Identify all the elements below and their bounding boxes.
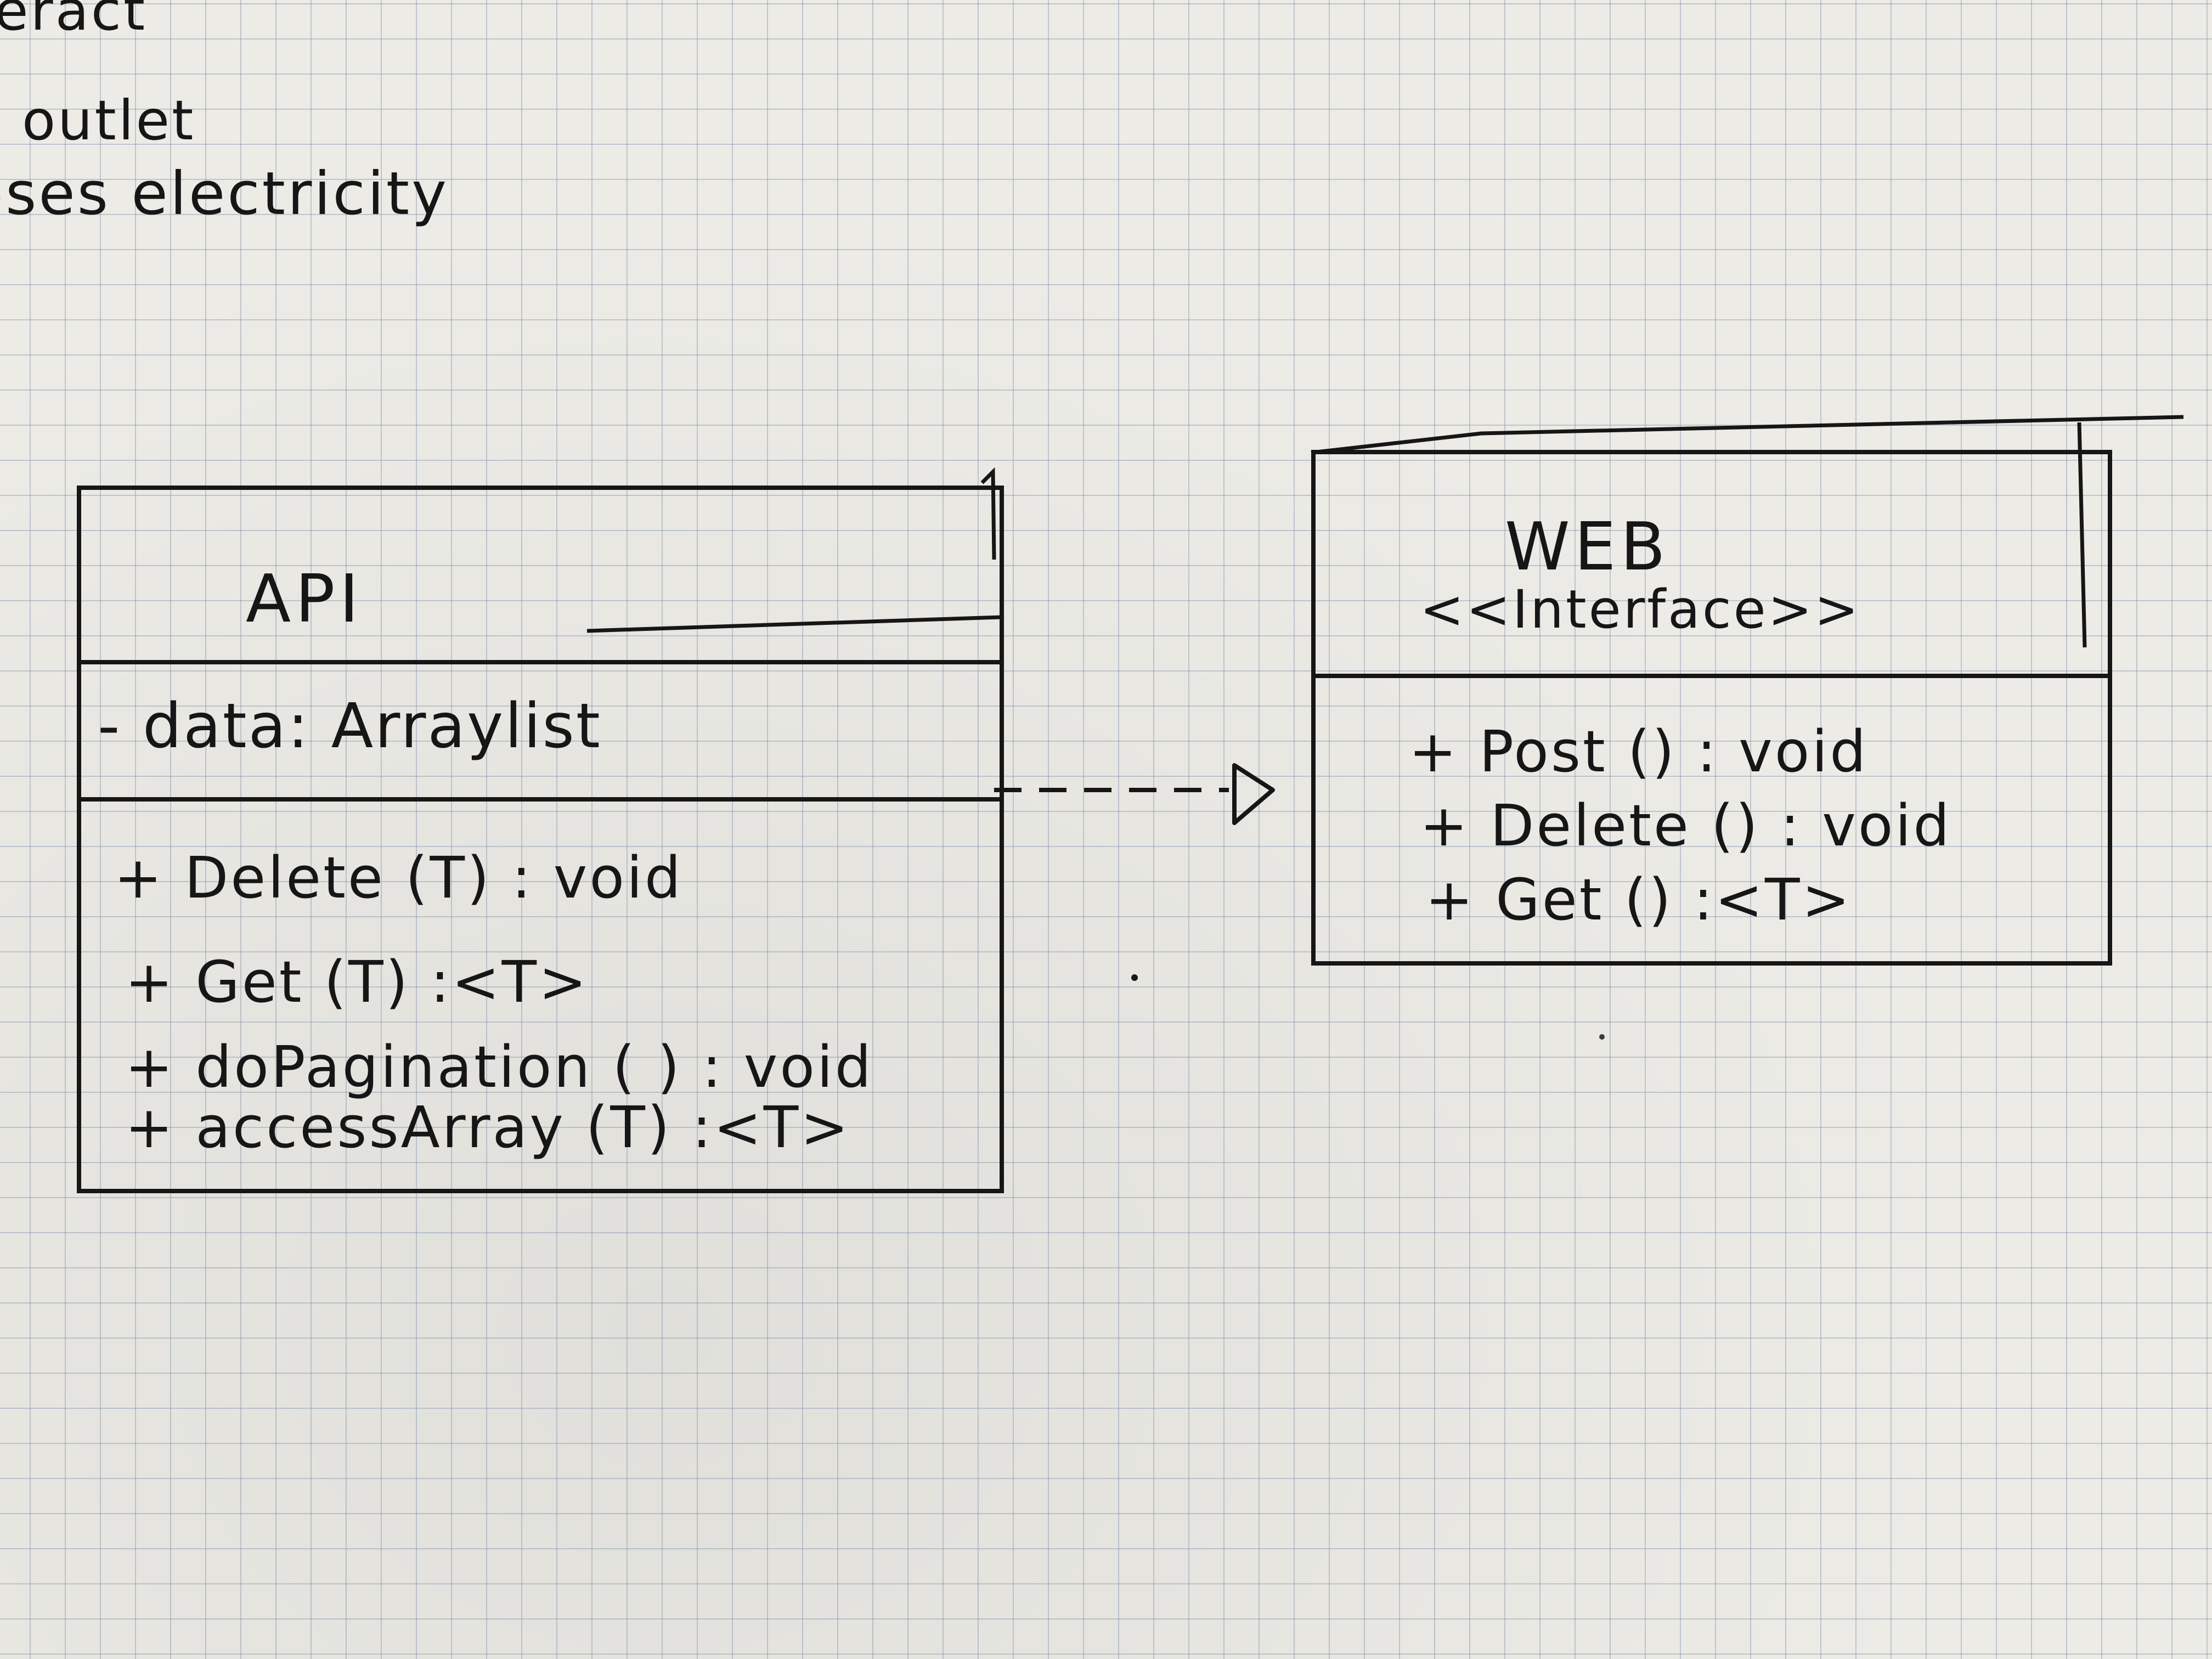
note-line-2: outlet	[22, 88, 196, 153]
web-interface-name: WEB	[1505, 509, 1670, 585]
api-class-box: API - data: Arraylist + Delete (T) : voi…	[77, 486, 1004, 1193]
web-name-divider	[1316, 674, 2108, 678]
realization-arrowhead	[1232, 763, 1275, 825]
api-method-dopagination: + doPagination ( ) : void	[125, 1034, 873, 1101]
api-method-get: + Get (T) :<T>	[125, 949, 589, 1015]
api-class-name: API	[246, 561, 363, 637]
api-attribute-data: - data: Arraylist	[98, 691, 602, 762]
note-line-3: oses electricity	[0, 160, 449, 228]
api-name-divider	[81, 660, 1000, 664]
note-line-1: eract	[0, 0, 148, 43]
web-method-get: + Get () :<T>	[1425, 866, 1852, 933]
web-interface-stereotype: <<Interface>>	[1420, 579, 1861, 640]
stray-dot	[1131, 974, 1138, 981]
web-top-extension	[1311, 415, 2184, 455]
api-method-delete: + Delete (T) : void	[114, 844, 683, 911]
api-top-overshoot	[980, 467, 996, 560]
web-method-post: + Post () : void	[1409, 718, 1869, 785]
api-attribute-divider	[81, 797, 1000, 802]
web-right-overshoot	[2077, 422, 2087, 648]
api-method-accessarray: + accessArray (T) :<T>	[125, 1094, 851, 1161]
web-method-delete: + Delete () : void	[1420, 792, 1952, 859]
stray-dot	[1599, 1034, 1605, 1040]
api-name-overshoot	[586, 615, 1002, 633]
web-interface-box: WEB <<Interface>> + Post () : void + Del…	[1311, 450, 2112, 966]
